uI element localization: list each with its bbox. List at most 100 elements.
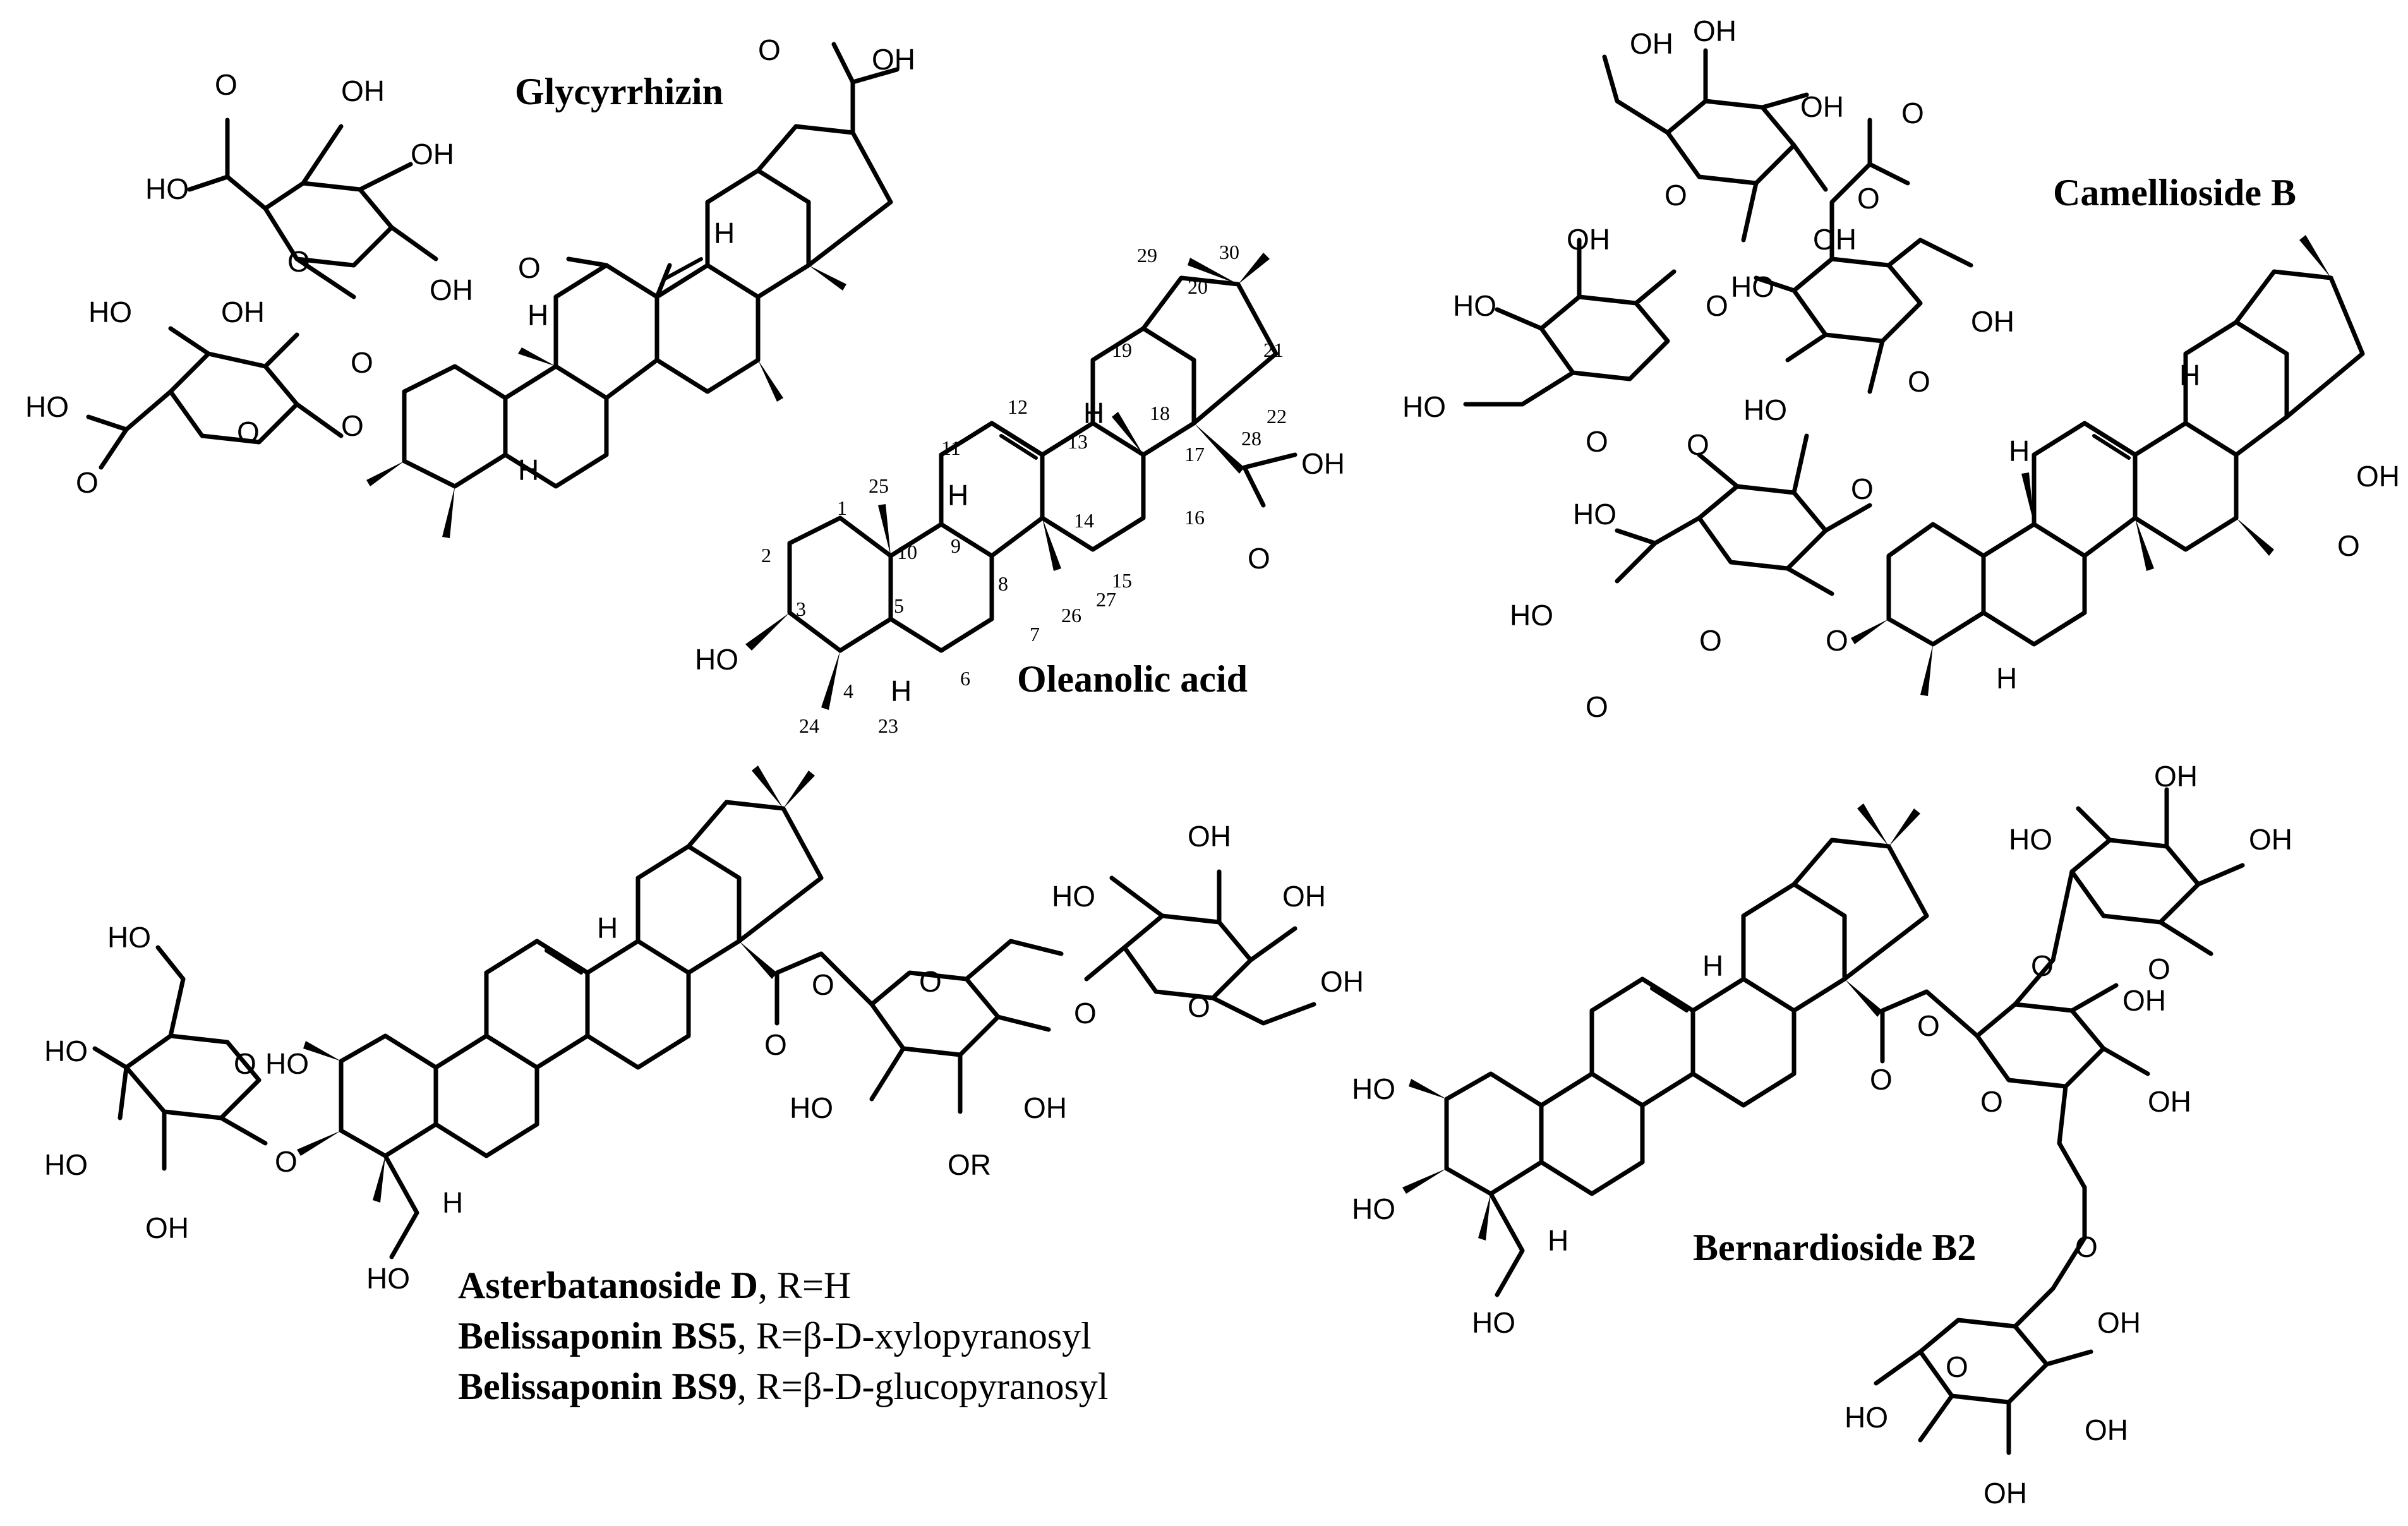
h-label: H bbox=[714, 217, 735, 249]
carbonyl-o: O bbox=[764, 1028, 787, 1061]
ring-o: O bbox=[919, 965, 942, 998]
carbonyl-o: O bbox=[2337, 529, 2360, 562]
carbon-number: 14 bbox=[1074, 509, 1094, 532]
ring-o: O bbox=[237, 416, 260, 448]
camellioside-b-structure: OH OH OH OH O O OH HO HO O O O HO OH O H… bbox=[1402, 15, 2400, 723]
oh-label: OH bbox=[2097, 1306, 2141, 1339]
h-label: H bbox=[1996, 662, 2017, 695]
bernardioside-b2-structure: HO HO HO H H O O O O OH OH HO OH OH O O … bbox=[1352, 760, 2292, 1510]
carbon-number: 21 bbox=[1263, 339, 1284, 361]
bernardioside-b2-title: Bernardioside B2 bbox=[1693, 1227, 1976, 1268]
oh-label: OH bbox=[1023, 1091, 1067, 1124]
ester-o: O bbox=[1857, 182, 1880, 215]
ring-o: O bbox=[1699, 624, 1722, 657]
carbon-number: 2 bbox=[761, 544, 771, 567]
carbon-number: 4 bbox=[843, 680, 853, 702]
carbon-number: 30 bbox=[1219, 241, 1239, 263]
carbon-number: 8 bbox=[998, 572, 1008, 595]
ho-label: HO bbox=[145, 172, 189, 205]
caption-asterbatanoside: Asterbatanoside D, R=H bbox=[458, 1265, 851, 1306]
carbon-number: 17 bbox=[1184, 443, 1205, 466]
h-label: H bbox=[948, 479, 968, 512]
carbonyl-o: O bbox=[1870, 1063, 1893, 1096]
oh-label: OH bbox=[1971, 305, 2014, 338]
carbon-number: 15 bbox=[1112, 569, 1132, 592]
oh-label: OH bbox=[411, 138, 454, 171]
glycosidic-o: O bbox=[351, 346, 373, 379]
carbonyl-o: O bbox=[76, 466, 99, 499]
ring-o: O bbox=[287, 245, 310, 278]
h-label: H bbox=[2009, 435, 2030, 467]
ho-label: HO bbox=[1453, 289, 1496, 322]
ho-label: HO bbox=[1743, 394, 1787, 426]
oh-label: OH bbox=[1984, 1477, 2027, 1510]
linker-o: O bbox=[1687, 428, 1709, 461]
ho-label: HO bbox=[1573, 498, 1616, 531]
ho-label: HO bbox=[1472, 1306, 1515, 1339]
carbon-number: 16 bbox=[1184, 506, 1205, 529]
carbon-number: 5 bbox=[894, 594, 904, 617]
h-label: H bbox=[1083, 397, 1104, 430]
linker-o: O bbox=[275, 1145, 298, 1178]
ho-label: HO bbox=[265, 1047, 309, 1080]
ring-o: O bbox=[1946, 1350, 1968, 1383]
ho-label: HO bbox=[44, 1035, 88, 1067]
linker-o: O bbox=[2031, 949, 2054, 982]
ho-label: HO bbox=[25, 390, 69, 423]
carbonyl-o: O bbox=[758, 33, 781, 66]
substituent-or: OR bbox=[948, 1148, 991, 1181]
oleanolic-acid-title: Oleanolic acid bbox=[1017, 658, 1248, 700]
ring-o: O bbox=[234, 1047, 256, 1080]
ho-label: HO bbox=[1052, 880, 1095, 913]
carbon-number: 13 bbox=[1068, 430, 1088, 453]
oh-label: OH bbox=[2148, 1085, 2191, 1118]
carbon-number: 6 bbox=[960, 667, 970, 690]
oleanolic-acid-structure: HO H H H O OH 1 2 3 4 5 6 7 8 9 10 11 12… bbox=[695, 241, 1345, 737]
ho-label: HO bbox=[1845, 1401, 1888, 1434]
ring-o: O bbox=[2148, 952, 2170, 985]
carbon-number: 1 bbox=[837, 496, 847, 519]
glycosidic-o: O bbox=[1706, 289, 1728, 322]
ester-o: O bbox=[1917, 1009, 1940, 1042]
carbonyl-o: O bbox=[1901, 97, 1924, 129]
ring-o: O bbox=[1980, 1085, 2003, 1118]
h-label: H bbox=[1702, 949, 1723, 982]
carbon-number: 20 bbox=[1188, 275, 1208, 298]
oh-label: OH bbox=[1800, 90, 1844, 123]
carbonyl-o: O bbox=[1586, 690, 1608, 723]
carbonyl-o: O bbox=[1248, 542, 1270, 575]
oh-label: OH bbox=[341, 75, 385, 107]
h-label: H bbox=[891, 675, 912, 707]
carbon-number: 26 bbox=[1061, 604, 1081, 627]
oh-label: OH bbox=[1301, 447, 1345, 480]
h-label: H bbox=[527, 299, 548, 332]
carbon-number: 12 bbox=[1008, 395, 1028, 418]
carbon-number: 3 bbox=[796, 598, 806, 620]
ring-o: O bbox=[1908, 365, 1930, 398]
carbonyl-o: O bbox=[215, 68, 238, 101]
h-label: H bbox=[1548, 1224, 1568, 1257]
carbon-number: 22 bbox=[1267, 405, 1287, 428]
ho-label: HO bbox=[88, 296, 132, 328]
carbon-number: 7 bbox=[1030, 623, 1040, 646]
asterbatanoside-structure: HO HO HO OH O O HO HO H H O O O HO OR OH… bbox=[44, 766, 1364, 1407]
oh-label: OH bbox=[1282, 880, 1326, 913]
ring-o: O bbox=[1188, 990, 1210, 1023]
ester-o: O bbox=[812, 968, 834, 1001]
carbon-number: 24 bbox=[799, 714, 819, 737]
carbon-number: 19 bbox=[1112, 339, 1132, 361]
ho-label: HO bbox=[2009, 823, 2052, 856]
ho-label: HO bbox=[1352, 1193, 1395, 1225]
carbon-number: 18 bbox=[1150, 402, 1170, 424]
h-label: H bbox=[442, 1186, 463, 1219]
oh-label: OH bbox=[2085, 1414, 2128, 1446]
ho-label: HO bbox=[790, 1091, 833, 1124]
oh-label: OH bbox=[2249, 823, 2292, 856]
linker-o: O bbox=[1826, 624, 1848, 657]
linker-o: O bbox=[341, 409, 364, 442]
caption-belissaponin-bs5: Belissaponin BS5, R=β-D-xylopyranosyl bbox=[458, 1315, 1092, 1357]
oh-label: OH bbox=[1813, 223, 1857, 256]
oh-label: OH bbox=[221, 296, 265, 328]
ho-label: HO bbox=[1510, 599, 1553, 632]
